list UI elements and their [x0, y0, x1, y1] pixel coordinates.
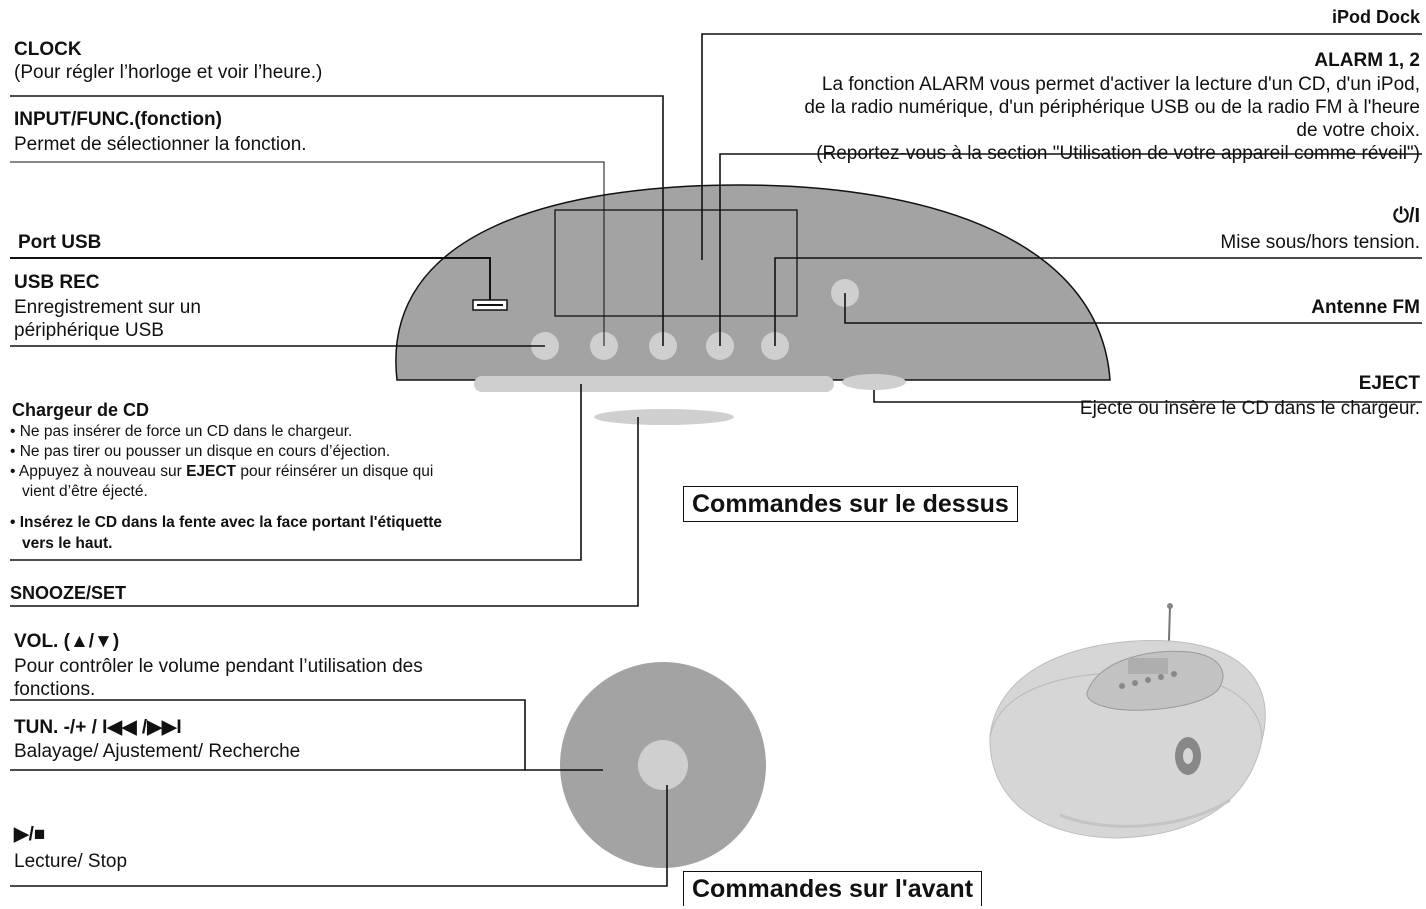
- cd-bullet-3-cont: vient d’être éjecté.: [22, 483, 148, 500]
- eject-button: [842, 374, 906, 390]
- cd-loader-title: Chargeur de CD: [12, 400, 150, 420]
- vol-title: VOL. (▲/▼): [14, 631, 120, 652]
- usb-rec-desc-2: périphérique USB: [14, 320, 164, 341]
- section-title-front: Commandes sur l'avant: [683, 871, 983, 906]
- ipod-dock-window: [554, 209, 798, 317]
- vol-desc-2: fonctions.: [14, 679, 96, 700]
- usb-rec-desc-1: Enregistrement sur un: [14, 297, 201, 318]
- alarm-desc-4: (Reportez-vous à la section "Utilisation…: [816, 143, 1420, 164]
- alarm-title: ALARM 1, 2: [1314, 50, 1420, 71]
- tun-desc: Balayage/ Ajustement/ Recherche: [14, 741, 301, 762]
- input-desc: Permet de sélectionner la fonction.: [14, 134, 307, 155]
- vol-desc-1: Pour contrôler le volume pendant l’utili…: [14, 656, 423, 677]
- cd-slot: [474, 376, 834, 392]
- clock-desc: (Pour régler l’horloge et voir l’heure.): [14, 62, 323, 83]
- power-title: ⏻/I: [1393, 205, 1420, 227]
- eject-title: EJECT: [1358, 373, 1420, 394]
- snooze-set-bar: [594, 409, 734, 425]
- play-desc: Lecture/ Stop: [14, 851, 128, 872]
- product-illustration: [989, 603, 1266, 839]
- usb-port-title: Port USB: [18, 232, 102, 253]
- clock-title: CLOCK: [14, 39, 82, 60]
- cd-bullet-3: • Appuyez à nouveau sur EJECT pour réins…: [10, 463, 434, 480]
- eject-desc: Ejecte ou insère le CD dans le chargeur.: [1079, 398, 1420, 419]
- cd-bullet-4: • Insérez le CD dans la fente avec la fa…: [10, 514, 443, 531]
- power-desc: Mise sous/hors tension.: [1220, 232, 1420, 253]
- alarm-desc-3: de votre choix.: [1296, 120, 1420, 141]
- ipod-dock-title: iPod Dock: [1331, 7, 1420, 27]
- usb-rec-title: USB REC: [14, 272, 100, 293]
- tun-title: TUN. -/+ / I◀◀ /▶▶I: [14, 717, 182, 738]
- snooze-title: SNOOZE/SET: [10, 583, 127, 603]
- alarm-desc-2: de la radio numérique, d'un périphérique…: [804, 97, 1420, 118]
- cd-bullet-4-cont: vers le haut.: [22, 535, 113, 552]
- alarm-desc-1: La fonction ALARM vous permet d'activer …: [821, 74, 1420, 95]
- input-title: INPUT/FUNC.(fonction): [14, 109, 222, 130]
- cd-bullet-1: • Ne pas insérer de force un CD dans le …: [10, 423, 353, 440]
- antenna-title: Antenne FM: [1311, 297, 1420, 318]
- front-center-button: [638, 740, 688, 790]
- section-title-top: Commandes sur le dessus: [683, 486, 1018, 522]
- play-title: ▶/■: [14, 824, 46, 845]
- cd-bullet-2: • Ne pas tirer ou pousser un disque en c…: [10, 443, 391, 460]
